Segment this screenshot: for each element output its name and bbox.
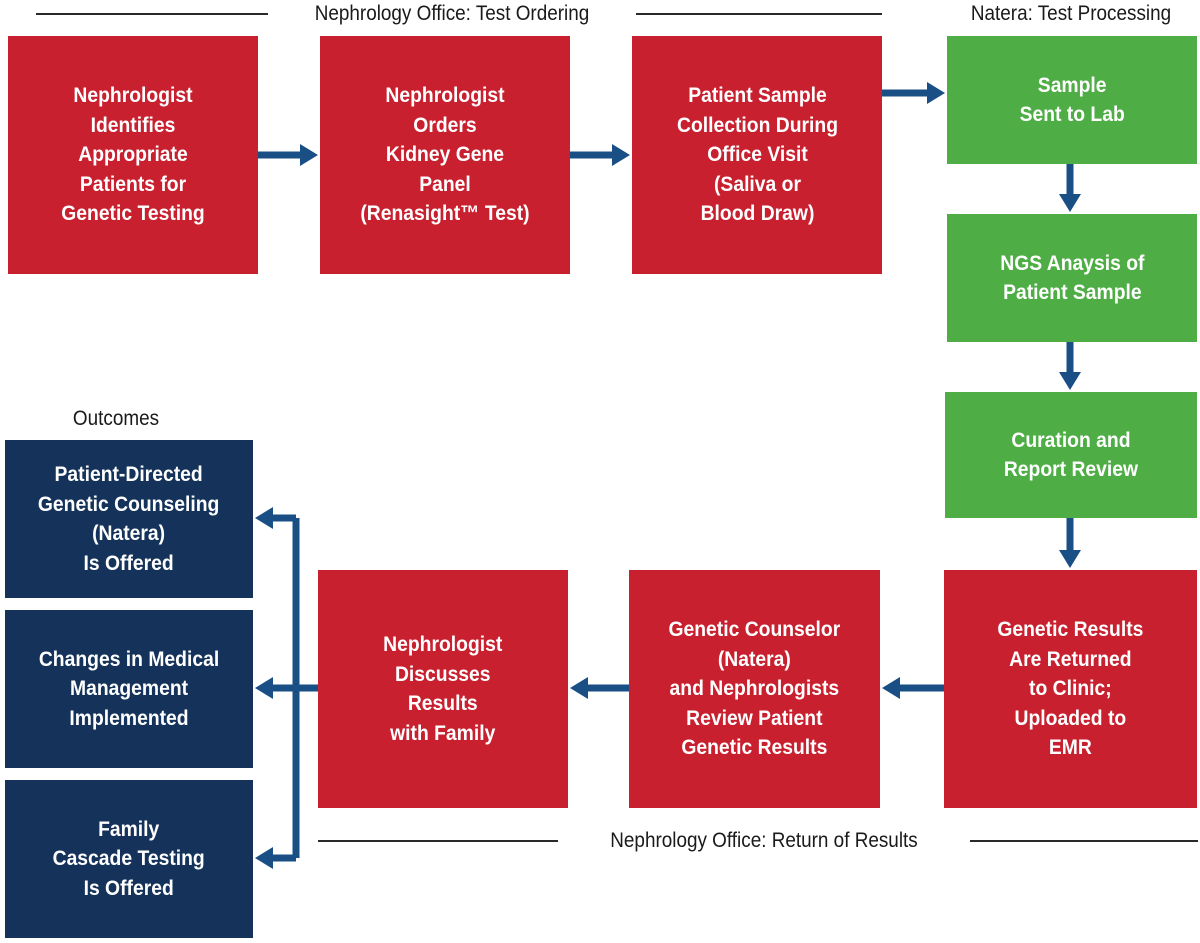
step-results-returned: Genetic Results Are Returned to Clinic; …: [944, 570, 1197, 808]
arrow-ngs-to-curation-head: [1059, 372, 1081, 390]
step-curation: Curation and Report Review: [945, 392, 1197, 518]
step-discuss-results-label: Nephrologist Discusses Results with Fami…: [383, 633, 503, 745]
section-label-outcomes: Outcomes: [72, 407, 160, 430]
step-counselor-review: Genetic Counselor (Natera) and Nephrolog…: [629, 570, 880, 808]
outcome-cascade-testing: Family Cascade Testing Is Offered: [5, 780, 253, 938]
outcome-medical-management: Changes in Medical Management Implemente…: [5, 610, 253, 768]
section-label-return-of-results: Nephrology Office: Return of Results: [610, 829, 918, 852]
arrow-review-to-discuss-head: [570, 677, 588, 699]
outcome-genetic-counseling: Patient-Directed Genetic Counseling (Nat…: [5, 440, 253, 598]
step-counselor-review-label: Genetic Counselor (Natera) and Nephrolog…: [668, 618, 841, 760]
arrow-curation-to-results-head: [1059, 550, 1081, 568]
step-results-returned-label: Genetic Results Are Returned to Clinic; …: [997, 618, 1144, 760]
arrow-sent-to-ngs-head: [1059, 194, 1081, 212]
step-sample-collection-label: Patient Sample Collection During Office …: [676, 84, 838, 226]
arrow-identify-to-order-head: [300, 144, 318, 166]
step-identify-patients: Nephrologist Identifies Appropriate Pati…: [8, 36, 258, 274]
arrow-collection-to-lab-head: [927, 82, 945, 104]
outcome-genetic-counseling-label: Patient-Directed Genetic Counseling (Nat…: [38, 463, 220, 575]
outcome-medical-management-label: Changes in Medical Management Implemente…: [38, 647, 220, 730]
step-sample-sent-label: Sample Sent to Lab: [1019, 73, 1125, 127]
outcome-cascade-testing-label: Family Cascade Testing Is Offered: [52, 817, 206, 900]
arrow-results-to-review-head: [882, 677, 900, 699]
test-ordering-rule-right: [636, 13, 882, 15]
step-identify-patients-label: Nephrologist Identifies Appropriate Pati…: [61, 84, 205, 226]
step-order-panel-label: Nephrologist Orders Kidney Gene Panel (R…: [360, 84, 530, 226]
test-ordering-rule-left: [36, 13, 268, 15]
step-discuss-results: Nephrologist Discusses Results with Fami…: [318, 570, 568, 808]
arrow-order-to-collection-head: [612, 144, 630, 166]
step-sample-sent: Sample Sent to Lab: [947, 36, 1197, 164]
arrow-to-counseling-head: [255, 507, 273, 529]
return-results-rule-right: [970, 840, 1198, 842]
step-ngs-analysis: NGS Anaysis of Patient Sample: [947, 214, 1197, 342]
section-label-test-processing: Natera: Test Processing: [970, 2, 1172, 25]
section-label-test-ordering: Nephrology Office: Test Ordering: [314, 2, 590, 25]
step-curation-label: Curation and Report Review: [1003, 428, 1139, 482]
arrow-to-management-head: [255, 677, 273, 699]
arrow-to-cascade-head: [255, 847, 273, 869]
step-ngs-analysis-label: NGS Anaysis of Patient Sample: [999, 251, 1145, 305]
step-sample-collection: Patient Sample Collection During Office …: [632, 36, 882, 274]
return-results-rule-left: [318, 840, 558, 842]
step-order-panel: Nephrologist Orders Kidney Gene Panel (R…: [320, 36, 570, 274]
